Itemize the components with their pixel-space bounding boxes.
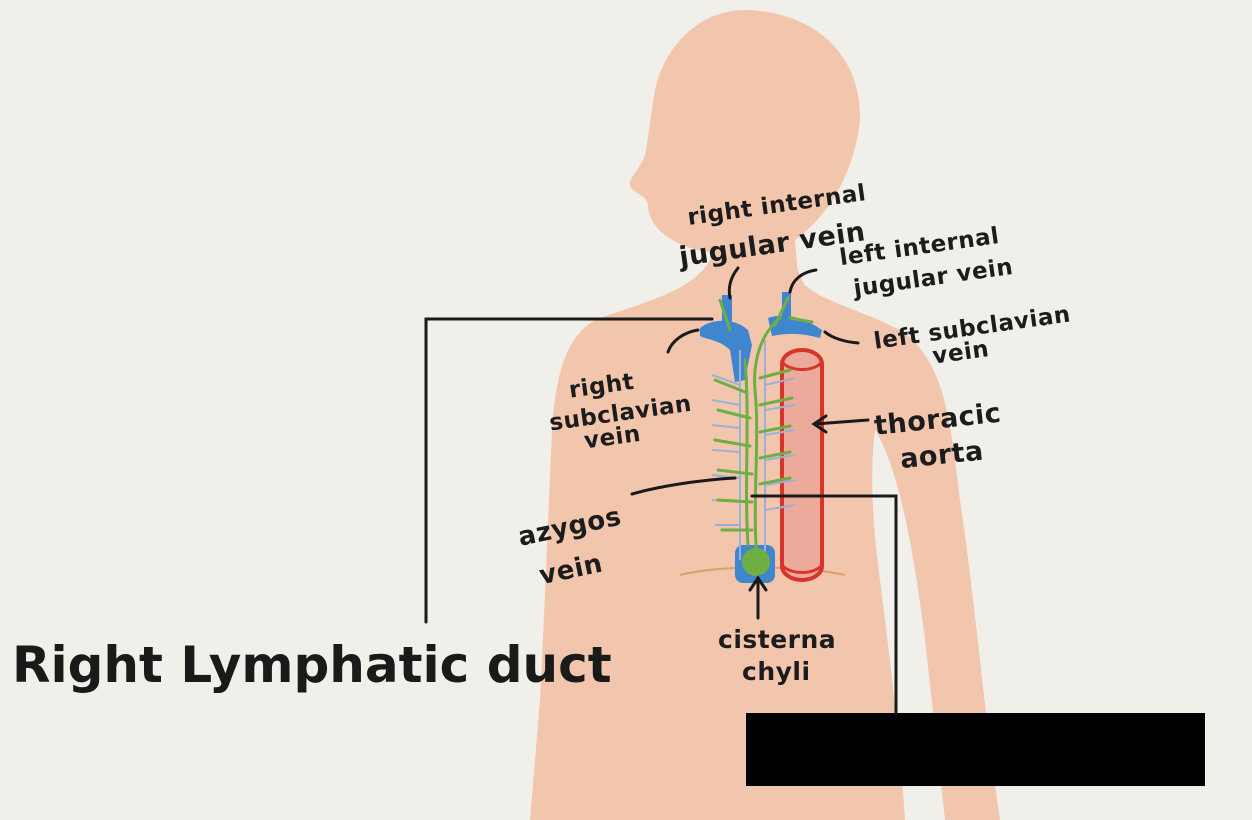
head-shape <box>629 10 861 300</box>
redaction-box <box>746 713 1205 786</box>
right-lymphatic-duct-bracket <box>424 317 714 624</box>
leader-lines <box>424 266 898 714</box>
thoracic-aorta-vessel <box>780 348 824 582</box>
left-subclavian-leader <box>823 330 860 345</box>
left-subclavian-vein-shape <box>768 315 822 338</box>
right-internal-jugular-leader <box>727 266 740 300</box>
cisterna-chyli-arrowhead <box>748 575 768 592</box>
svg-text:cisterna: cisterna <box>718 625 836 654</box>
aorta-bottom-ellipse <box>780 563 824 574</box>
thoracic-duct-bracket <box>750 494 898 714</box>
thoracic-duct <box>753 316 782 562</box>
left-internal-jugular-shape <box>782 292 791 324</box>
label-cisterna-chyli: cisterna chyli <box>718 625 836 686</box>
left-internal-jugular-leader <box>788 268 818 294</box>
aorta-tube <box>780 348 824 582</box>
diagram-title: Right Lymphatic duct <box>12 636 612 694</box>
azygos-leader <box>630 476 737 496</box>
right-internal-jugular-shape <box>722 295 732 330</box>
right-subclavian-leader <box>666 328 700 354</box>
aorta-top-ellipse <box>780 360 824 371</box>
lymphatics <box>713 296 814 562</box>
thoracic-aorta-arrow-line <box>813 418 870 426</box>
svg-text:chyli: chyli <box>742 657 811 686</box>
cisterna-chyli-shape <box>742 548 770 576</box>
thoracic-aorta-arrowhead <box>811 414 828 434</box>
